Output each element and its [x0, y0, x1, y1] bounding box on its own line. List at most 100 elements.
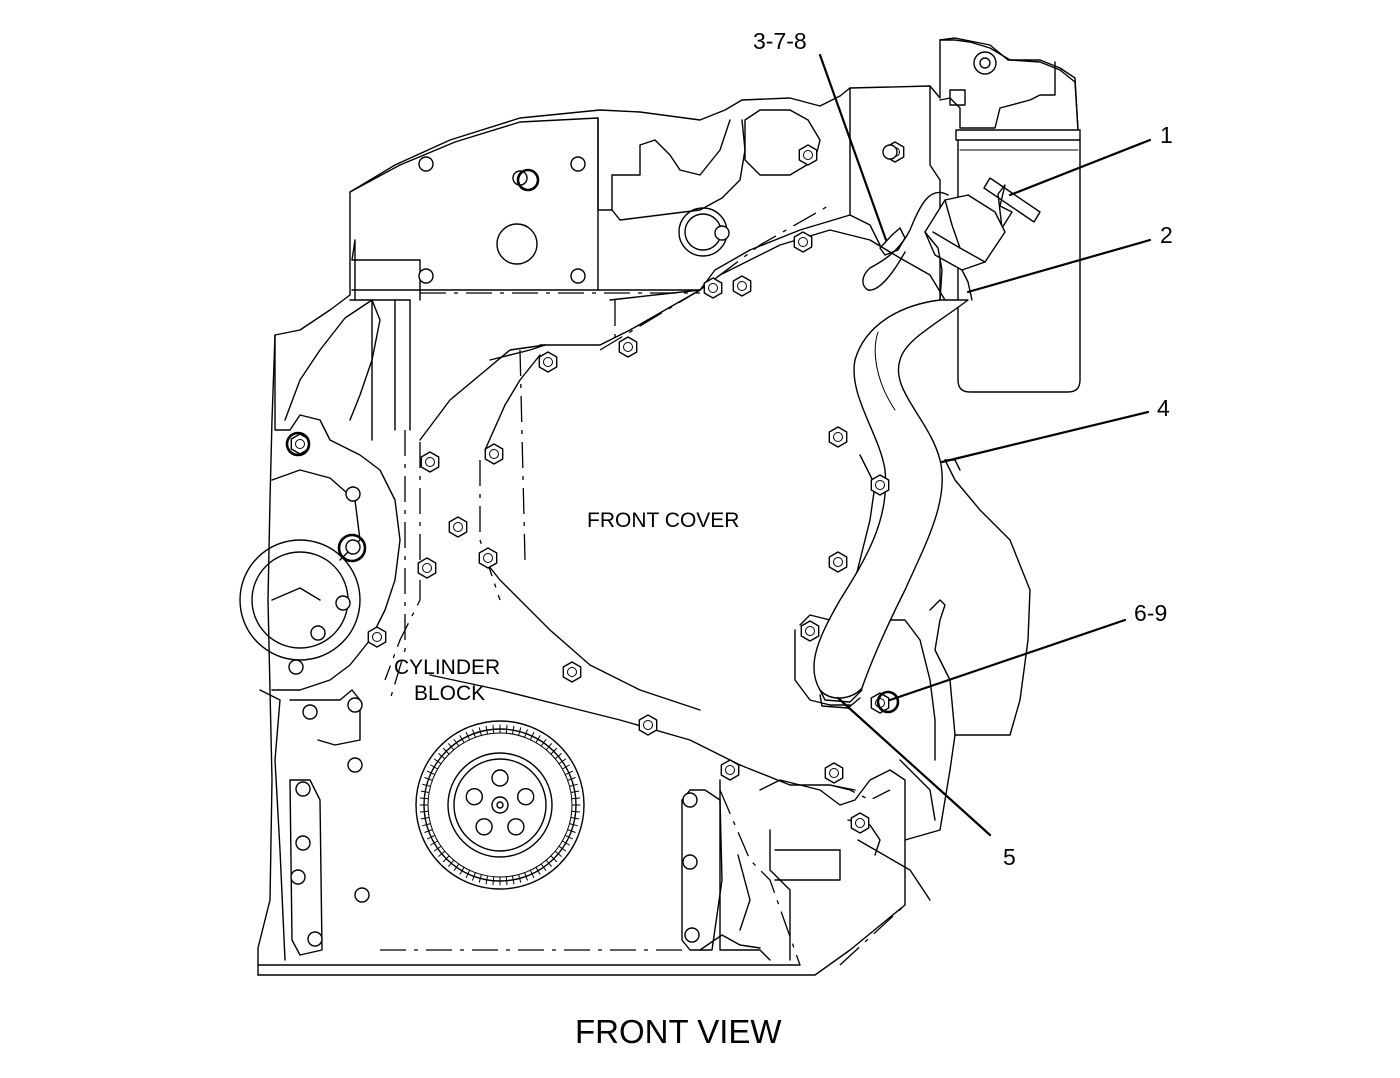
label-cylinder-block-line1: CYLINDER	[394, 656, 500, 679]
hex-bolt-icon	[800, 620, 820, 642]
bolt-hole-icon	[345, 486, 361, 502]
hex-bolt-center-icon	[725, 765, 735, 775]
leader-2	[966, 238, 1152, 294]
hex-bolt-center-icon	[803, 150, 813, 160]
gear-teeth	[419, 724, 581, 886]
leader-3-7-8	[818, 53, 888, 242]
hex-bolt-icon	[870, 692, 890, 714]
engine-outline	[257, 39, 1079, 976]
large-bolt-icon	[876, 690, 900, 714]
bolt-hole-icon	[347, 697, 363, 713]
leader-lines	[818, 53, 1152, 837]
hex-bolt-center-icon	[805, 626, 815, 636]
hex-bolt-center-icon	[372, 632, 382, 642]
hex-bolt-center-icon	[855, 818, 865, 828]
figure-caption: FRONT VIEW	[575, 1013, 782, 1050]
hex-bolt-center-icon	[543, 357, 553, 367]
callout-4: 4	[1157, 395, 1170, 421]
bolt-hole-icon	[418, 268, 434, 284]
leader-5	[836, 696, 992, 837]
callout-6-9: 6-9	[1134, 600, 1167, 626]
bolt-hole-icon	[345, 539, 361, 555]
label-front-cover: FRONT COVER	[587, 509, 739, 532]
bolt-hole-icon	[354, 887, 370, 903]
large-bolt-icon	[285, 431, 311, 457]
gear-hole-icon	[517, 788, 535, 806]
gear-hole-icon	[507, 818, 525, 836]
large-bolt-icon	[516, 168, 540, 192]
callout-1: 1	[1160, 122, 1173, 148]
hex-bolt-icon	[720, 759, 740, 781]
hex-bolt-center-icon	[422, 563, 432, 573]
callout-2: 2	[1160, 222, 1173, 248]
bolt-hole-icon	[302, 704, 318, 720]
bolt-hole-icon	[882, 144, 898, 160]
hex-bolt-icon	[793, 231, 813, 253]
hex-bolt-center-icon	[643, 720, 653, 730]
hex-bolt-center-icon	[798, 237, 808, 247]
bolt-hole-icon	[684, 927, 700, 943]
leader-4	[940, 410, 1150, 464]
lockwire	[862, 191, 949, 291]
gear-hole-icon	[475, 818, 493, 836]
gear-hole-icon	[465, 788, 483, 806]
hex-bolt-center-icon	[737, 281, 747, 291]
hex-bolt-icon	[870, 474, 890, 496]
label-cylinder-block-line2: BLOCK	[414, 682, 485, 705]
hex-bolt-icon	[478, 547, 498, 569]
hex-bolt-center-icon	[453, 522, 463, 532]
bolt-hole-icon	[335, 595, 351, 611]
bolt-hole-icon	[682, 854, 698, 870]
bolt-hole-icon	[310, 625, 326, 641]
hex-bolt-center-icon	[875, 480, 885, 490]
fuel-filter	[939, 37, 1081, 393]
hex-bolt-icon	[824, 762, 844, 784]
gear-hole-icon	[491, 769, 509, 787]
hex-bolt-center-icon	[483, 553, 493, 563]
hex-bolt-center-icon	[489, 449, 499, 459]
region-labels: FRONT COVER CYLINDER BLOCK	[394, 509, 739, 705]
hex-bolt-center-icon	[623, 342, 633, 352]
callout-labels: 3-7-8 1 2 4 6-9 5	[753, 28, 1173, 870]
bolt-hole-icon	[307, 931, 323, 947]
gear	[415, 720, 585, 890]
callout-3-7-8: 3-7-8	[753, 28, 807, 54]
hex-bolt-icon	[638, 714, 658, 736]
bolt-hole-icon	[570, 268, 586, 284]
hex-bolt-center-icon	[833, 557, 843, 567]
large-bolt-icon	[337, 533, 367, 563]
hex-bolt-center-icon	[833, 432, 843, 442]
hose-assembly	[813, 299, 969, 709]
hex-bolt-center-icon	[295, 439, 305, 449]
hex-bolt-icon	[420, 451, 440, 473]
plug-valve-assembly	[924, 177, 1041, 301]
hex-bolt-center-icon	[425, 457, 435, 467]
hex-bolt-center-icon	[567, 667, 577, 677]
hex-bolt-icon	[850, 812, 870, 834]
hex-bolt-icon	[703, 277, 723, 299]
bolt-hole-icon	[290, 869, 306, 885]
leader-6-9	[888, 618, 1127, 702]
hidden-lines	[380, 204, 906, 966]
hex-bolt-center-icon	[829, 768, 839, 778]
hex-bolt-icon	[562, 661, 582, 683]
hex-bolt-icon	[732, 275, 752, 297]
bolt-hole-icon	[288, 659, 304, 675]
bolt-hole-icon	[347, 757, 363, 773]
hex-bolt-icon	[484, 443, 504, 465]
bolt-hole-icon	[682, 792, 698, 808]
hex-bolt-icon	[618, 336, 638, 358]
hex-bolt-icon	[828, 426, 848, 448]
bolt-group	[285, 141, 905, 947]
hex-bolt-icon	[538, 351, 558, 373]
hex-bolt-icon	[828, 551, 848, 573]
bolt-hole-icon	[295, 835, 311, 851]
hex-bolt-icon	[367, 626, 387, 648]
bolt-hole-icon	[714, 225, 730, 241]
round-features	[239, 207, 728, 661]
hex-bolt-center-icon	[708, 283, 718, 293]
hex-bolt-icon	[448, 516, 468, 538]
callout-5: 5	[1003, 844, 1016, 870]
bolt-hole-icon	[295, 781, 311, 797]
